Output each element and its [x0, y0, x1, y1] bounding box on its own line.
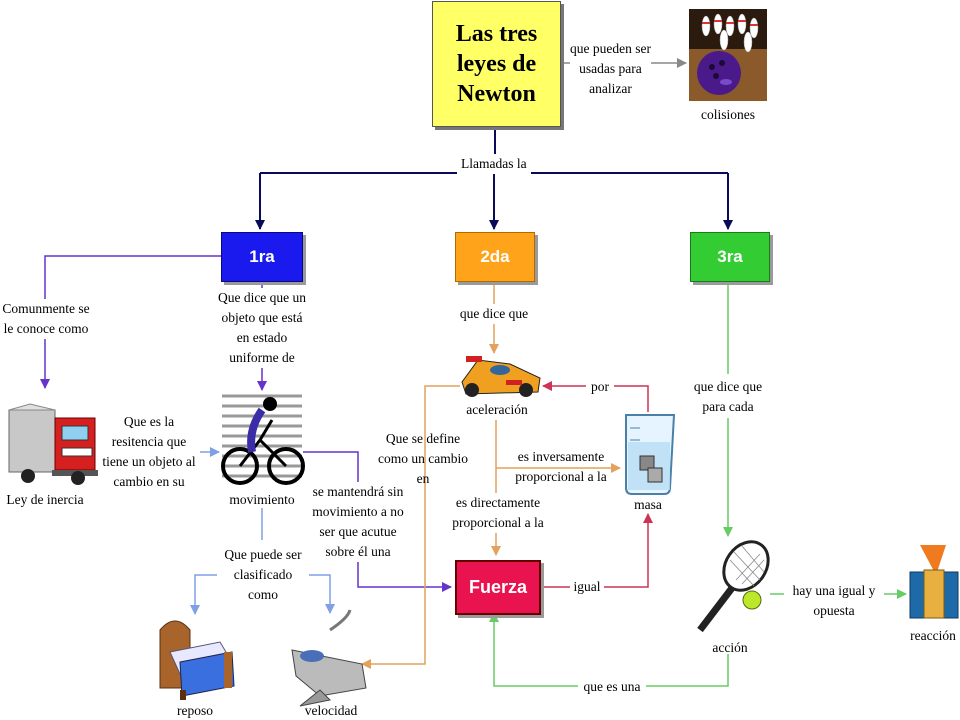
- concept-reaccion: reacción: [910, 628, 956, 643]
- second-law-node: 2da: [455, 232, 535, 282]
- vest-icon: [909, 545, 959, 619]
- link-mantendra: se mantendrá sin movimiento a no ser que…: [304, 482, 412, 562]
- first-law-node: 1ra: [221, 232, 303, 282]
- concept-accion: acción: [712, 640, 748, 655]
- third-law-node: 3ra: [690, 232, 770, 282]
- link-clasificado: Que puede ser clasificado como: [217, 545, 309, 605]
- edge-title-laws: [255, 127, 733, 230]
- jet-icon: [291, 609, 367, 707]
- link-llamadas: Llamadas la: [457, 154, 531, 174]
- bed-icon: [159, 620, 235, 700]
- concept-reposo: reposo: [177, 703, 213, 718]
- link-que-es-una: que es una: [578, 677, 646, 697]
- concept-ley-inercia: Ley de inercia: [6, 492, 84, 507]
- link-directamente: es directamente proporcional a la: [446, 493, 550, 533]
- truck-icon: [8, 403, 98, 485]
- concept-movimiento: movimiento: [229, 492, 295, 507]
- title-text: Las tres leyes de Newton: [455, 21, 538, 107]
- concept-masa: masa: [634, 497, 662, 512]
- link-define: Que se define como un cambio en: [378, 431, 468, 486]
- bowling-icon: [689, 9, 767, 101]
- link-usadas: que pueden ser usadas para analizar: [570, 39, 651, 99]
- first-law-label: 1ra: [249, 247, 275, 266]
- concept-aceleracion: aceleración: [466, 402, 528, 417]
- link-para-cada: que dice que para cada: [690, 377, 766, 417]
- link-resistencia: Que es la resitencia que tiene un objeto…: [98, 412, 200, 492]
- link-igual: igual: [570, 577, 604, 597]
- second-law-label: 2da: [480, 247, 510, 266]
- link-igual-opuesta: hay una igual y opuesta: [784, 581, 884, 621]
- concept-colisiones: colisiones: [701, 107, 755, 122]
- edge-second-law: [361, 281, 621, 669]
- link-conoce: Comunmente se le conoce como: [0, 299, 92, 339]
- link-dice-que: que dice que: [453, 304, 535, 324]
- concept-velocidad: velocidad: [304, 703, 358, 718]
- edge-movimiento-clasificado: [190, 508, 335, 615]
- cyclist-icon: [221, 391, 305, 487]
- beaker-icon: [625, 414, 676, 495]
- title-node: Las tres leyes de Newton: [432, 1, 561, 127]
- tennis-racket-icon: [697, 540, 770, 633]
- third-law-label: 3ra: [717, 247, 743, 266]
- link-dice-objeto: Que dice que un objeto que está en estad…: [210, 288, 314, 368]
- force-node: Fuerza: [455, 560, 541, 615]
- race-car-icon: [461, 356, 541, 397]
- link-inversamente: es inversamente proporcional a la: [515, 449, 607, 484]
- link-por: por: [586, 377, 614, 397]
- force-label: Fuerza: [468, 577, 528, 597]
